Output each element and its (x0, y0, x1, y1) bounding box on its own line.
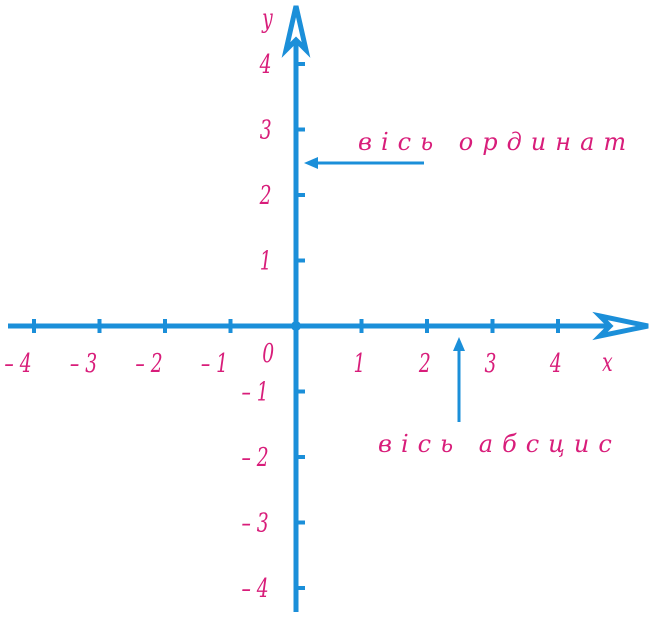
x-tick-label: – 1 (201, 349, 228, 379)
origin-label: 0 (262, 339, 274, 369)
x-tick-label: 3 (485, 349, 497, 379)
y-tick-label: 3 (260, 116, 272, 146)
x-axis-ticks: – 4 – 3 – 2 – 1 1 2 3 4 (4, 319, 562, 379)
x-axis-label: x (602, 348, 613, 378)
y-tick-label: – 1 (242, 378, 269, 408)
y-tick-label: – 2 (242, 443, 269, 473)
x-tick-label: – 4 (4, 349, 31, 379)
x-axis-arrow-icon (592, 311, 649, 341)
origin-point (291, 321, 301, 331)
y-axis-arrow-icon (281, 5, 311, 58)
abscissa-annotation: вісь абсцис (378, 430, 621, 458)
y-axis-ticks: 4 3 2 1 – 1 – 2 – 3 – 4 (242, 50, 305, 604)
x-tick-label: 1 (354, 349, 366, 379)
ordinate-pointer-arrow-icon (304, 157, 318, 169)
x-tick-label: 2 (418, 349, 431, 379)
y-tick-label: 4 (259, 50, 272, 80)
y-tick-label: 2 (259, 181, 272, 211)
x-tick-label: 4 (549, 349, 562, 379)
abscissa-pointer-arrow-icon (453, 337, 465, 351)
x-tick-label: – 2 (135, 349, 162, 379)
x-tick-label: – 3 (70, 349, 97, 379)
ordinate-annotation: вісь ординат (358, 128, 635, 156)
y-tick-label: 1 (260, 247, 272, 277)
y-tick-label: – 3 (242, 509, 269, 539)
y-tick-label: – 4 (242, 574, 269, 604)
y-axis-label: y (261, 4, 273, 34)
